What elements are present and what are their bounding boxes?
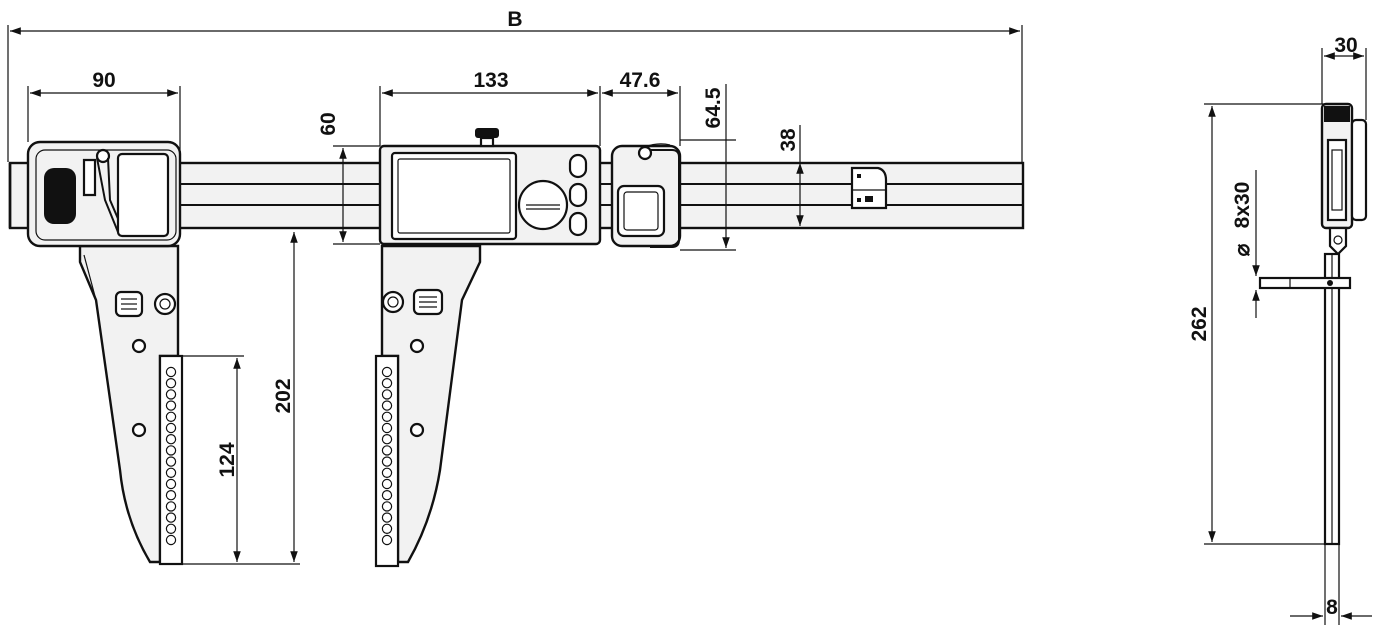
fixed-jaw-head [26, 140, 182, 248]
dim-tip-length: 124 [182, 355, 244, 562]
front-view: B 90 133 47.6 60 [7, 8, 1025, 568]
hole-icon [165, 456, 177, 467]
dim-slider-width: 133 [379, 69, 601, 146]
dim-label-pin: 8x30 [1231, 182, 1254, 229]
hole-icon [381, 445, 393, 456]
sliding-tip-holes [381, 366, 393, 546]
clamp [610, 143, 682, 248]
hole-icon [165, 523, 177, 535]
hole-icon [381, 490, 393, 501]
hole-icon [381, 523, 393, 535]
dim-body-height: 64.5 [680, 84, 736, 251]
hole-icon [381, 512, 393, 523]
hole-icon [131, 338, 147, 354]
hole-icon [381, 467, 393, 478]
dim-label-64-5: 64.5 [702, 87, 725, 128]
zero-button[interactable] [568, 211, 588, 237]
hole-icon [381, 434, 393, 445]
hole-icon [381, 534, 393, 546]
fixed-jaw [78, 244, 184, 566]
hole-icon [131, 422, 147, 438]
dim-label-133: 133 [473, 69, 508, 92]
dim-side-height: 262 [1188, 103, 1325, 545]
button-icon[interactable] [153, 292, 177, 316]
hole-icon [381, 501, 393, 512]
hole-icon [165, 411, 177, 422]
hole-icon [381, 411, 393, 422]
hole-icon [165, 467, 177, 478]
hole-icon [381, 366, 393, 378]
dim-beam-height-60: 60 [317, 112, 380, 245]
dim-label-30: 30 [1334, 34, 1357, 57]
hole-icon [165, 389, 177, 400]
hole-icon [165, 378, 177, 389]
dim-depth: 30 [1321, 34, 1367, 120]
mode-button[interactable] [568, 153, 588, 179]
hole-icon [165, 400, 177, 411]
dim-clamp-offset: 47.6 [602, 69, 681, 146]
dim-label-202: 202 [272, 378, 295, 413]
hole-icon [165, 366, 177, 378]
hole-icon [381, 478, 393, 490]
power-button[interactable] [44, 168, 76, 224]
hole-icon [409, 422, 425, 438]
hole-icon [165, 512, 177, 523]
button-icon[interactable] [381, 290, 405, 314]
hole-icon [165, 490, 177, 501]
pin-symbol: ⌀ [1231, 243, 1254, 256]
dim-overall-length: B [7, 8, 1023, 162]
dim-fixed-jaw-width: 90 [27, 69, 181, 150]
dim-label-38: 38 [777, 128, 800, 152]
slider-head [378, 128, 602, 246]
hole-icon [165, 501, 177, 512]
hole-icon [165, 534, 177, 546]
dim-beam-height-38: 38 [777, 125, 804, 226]
hole-icon [381, 389, 393, 400]
fixed-tip-holes [165, 366, 177, 546]
hole-icon [409, 338, 425, 354]
hole-icon [381, 422, 393, 434]
dim-label-60: 60 [317, 112, 340, 135]
dim-tip-thickness: 8 [1290, 544, 1372, 625]
beam-stop [850, 166, 888, 210]
dim-pin-spec: ⌀ 8x30 [1231, 170, 1260, 318]
hole-icon [165, 434, 177, 445]
lcd-display [390, 151, 518, 241]
fixed-display-window [116, 152, 170, 238]
dim-label-8: 8 [1326, 596, 1338, 619]
dim-label-262: 262 [1188, 306, 1211, 341]
hole-icon [381, 400, 393, 411]
dim-label-b: B [507, 8, 522, 31]
hole-icon [165, 445, 177, 456]
dim-label-47-6: 47.6 [620, 69, 661, 92]
hole-icon [165, 422, 177, 434]
dim-jaw-length: 202 [182, 232, 300, 565]
lock-screw-icon[interactable] [475, 128, 499, 138]
hole-icon [381, 378, 393, 389]
side-view: 30 262 ⌀ 8x30 8 [1188, 34, 1372, 625]
hole-icon [165, 478, 177, 490]
dim-label-90: 90 [92, 69, 115, 92]
hole-icon [381, 456, 393, 467]
set-button[interactable] [568, 182, 588, 208]
sliding-jaw [374, 244, 482, 568]
dim-label-124: 124 [216, 442, 239, 477]
